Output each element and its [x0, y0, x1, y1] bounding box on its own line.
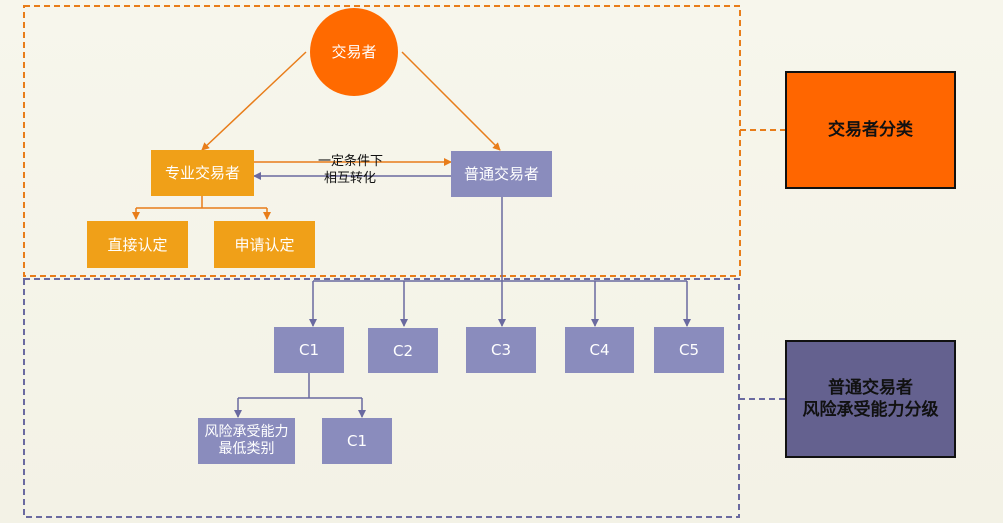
- level-node-c4: C4: [565, 327, 634, 373]
- side-box-top-label: 交易者分类: [828, 120, 913, 140]
- node-apply-label: 申请认定: [234, 235, 295, 254]
- level-node-c1: C1: [274, 327, 344, 373]
- node-professional-trader: 专业交易者: [151, 150, 254, 196]
- node-ordinary-label: 普通交易者: [463, 165, 539, 183]
- node-professional-label: 专业交易者: [164, 164, 240, 182]
- root-node-label: 交易者: [331, 43, 377, 61]
- conversion-label-line2: 相互转化: [324, 171, 377, 186]
- node-lowest-risk-category: 风险承受能力 最低类别: [198, 418, 295, 464]
- node-direct-label: 直接认定: [107, 235, 168, 254]
- side-box-risk-grading: 普通交易者 风险承受能力分级: [785, 340, 956, 458]
- side-box-trader-classification: 交易者分类: [785, 71, 956, 189]
- level-label-c5: C5: [678, 341, 700, 359]
- node-direct-recognition: 直接认定: [87, 221, 188, 268]
- edge-root-professional: [201, 51, 307, 151]
- side-box-bottom-label: 普通交易者 风险承受能力分级: [802, 378, 939, 420]
- edge-root-ordinary: [401, 51, 501, 151]
- level-node-c2: C2: [368, 328, 438, 373]
- level-node-c3: C3: [466, 327, 536, 373]
- level-label-c2: C2: [392, 341, 414, 360]
- node-ordinary-trader: 普通交易者: [451, 151, 552, 197]
- level-label-c4: C4: [589, 341, 610, 359]
- group-frame-risk-levels: [23, 278, 740, 518]
- root-node-traders: 交易者: [310, 8, 398, 96]
- node-apply-recognition: 申请认定: [214, 221, 315, 268]
- group-frame-classification: [23, 5, 741, 277]
- level-label-c3: C3: [490, 341, 512, 359]
- node-c1-sub: C1: [322, 418, 392, 464]
- level-label-c1: C1: [298, 341, 320, 359]
- node-c1-sub-label: C1: [346, 432, 368, 450]
- level-node-c5: C5: [654, 327, 724, 373]
- conversion-label-line1: 一定条件下: [318, 154, 384, 169]
- node-lowest-risk-label: 风险承受能力 最低类别: [204, 424, 289, 457]
